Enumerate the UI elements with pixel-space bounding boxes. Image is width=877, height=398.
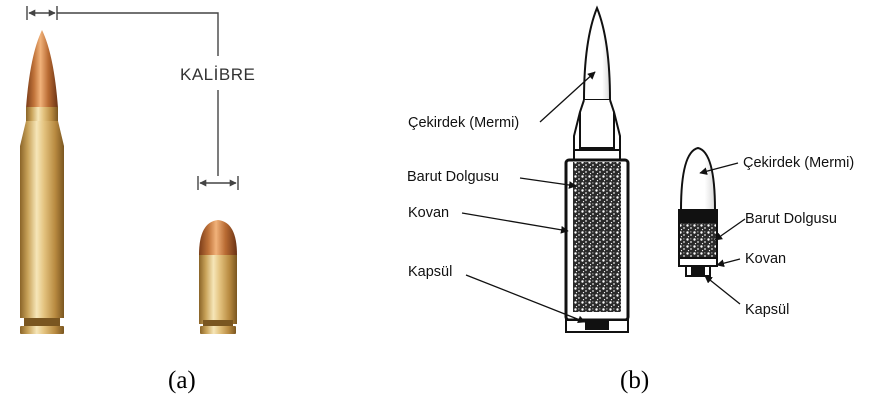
- pistol-label-casing: Kovan: [745, 251, 786, 267]
- panel-a: KALİBRE (a): [20, 6, 255, 394]
- pistol-cartridge-section: [679, 148, 717, 276]
- caption-b: (b): [620, 367, 649, 394]
- rifle-label-powder: Barut Dolgusu: [407, 169, 499, 185]
- pistol-cartridge-photo: [199, 220, 237, 334]
- panel-b: Çekirdek (Mermi) Barut Dolgusu Kovan Kap…: [407, 8, 854, 394]
- pistol-label-powder: Barut Dolgusu: [745, 211, 837, 227]
- caption-a: (a): [168, 367, 196, 394]
- rifle-label-primer: Kapsül: [408, 264, 452, 280]
- pistol-label-primer: Kapsül: [745, 302, 789, 318]
- rifle-cartridge-section: [566, 8, 628, 332]
- rifle-cartridge-photo: [20, 30, 64, 334]
- pistol-label-bullet: Çekirdek (Mermi): [743, 155, 854, 171]
- caliber-label: KALİBRE: [180, 65, 255, 84]
- rifle-label-bullet: Çekirdek (Mermi): [408, 115, 519, 131]
- rifle-label-casing: Kovan: [408, 205, 449, 221]
